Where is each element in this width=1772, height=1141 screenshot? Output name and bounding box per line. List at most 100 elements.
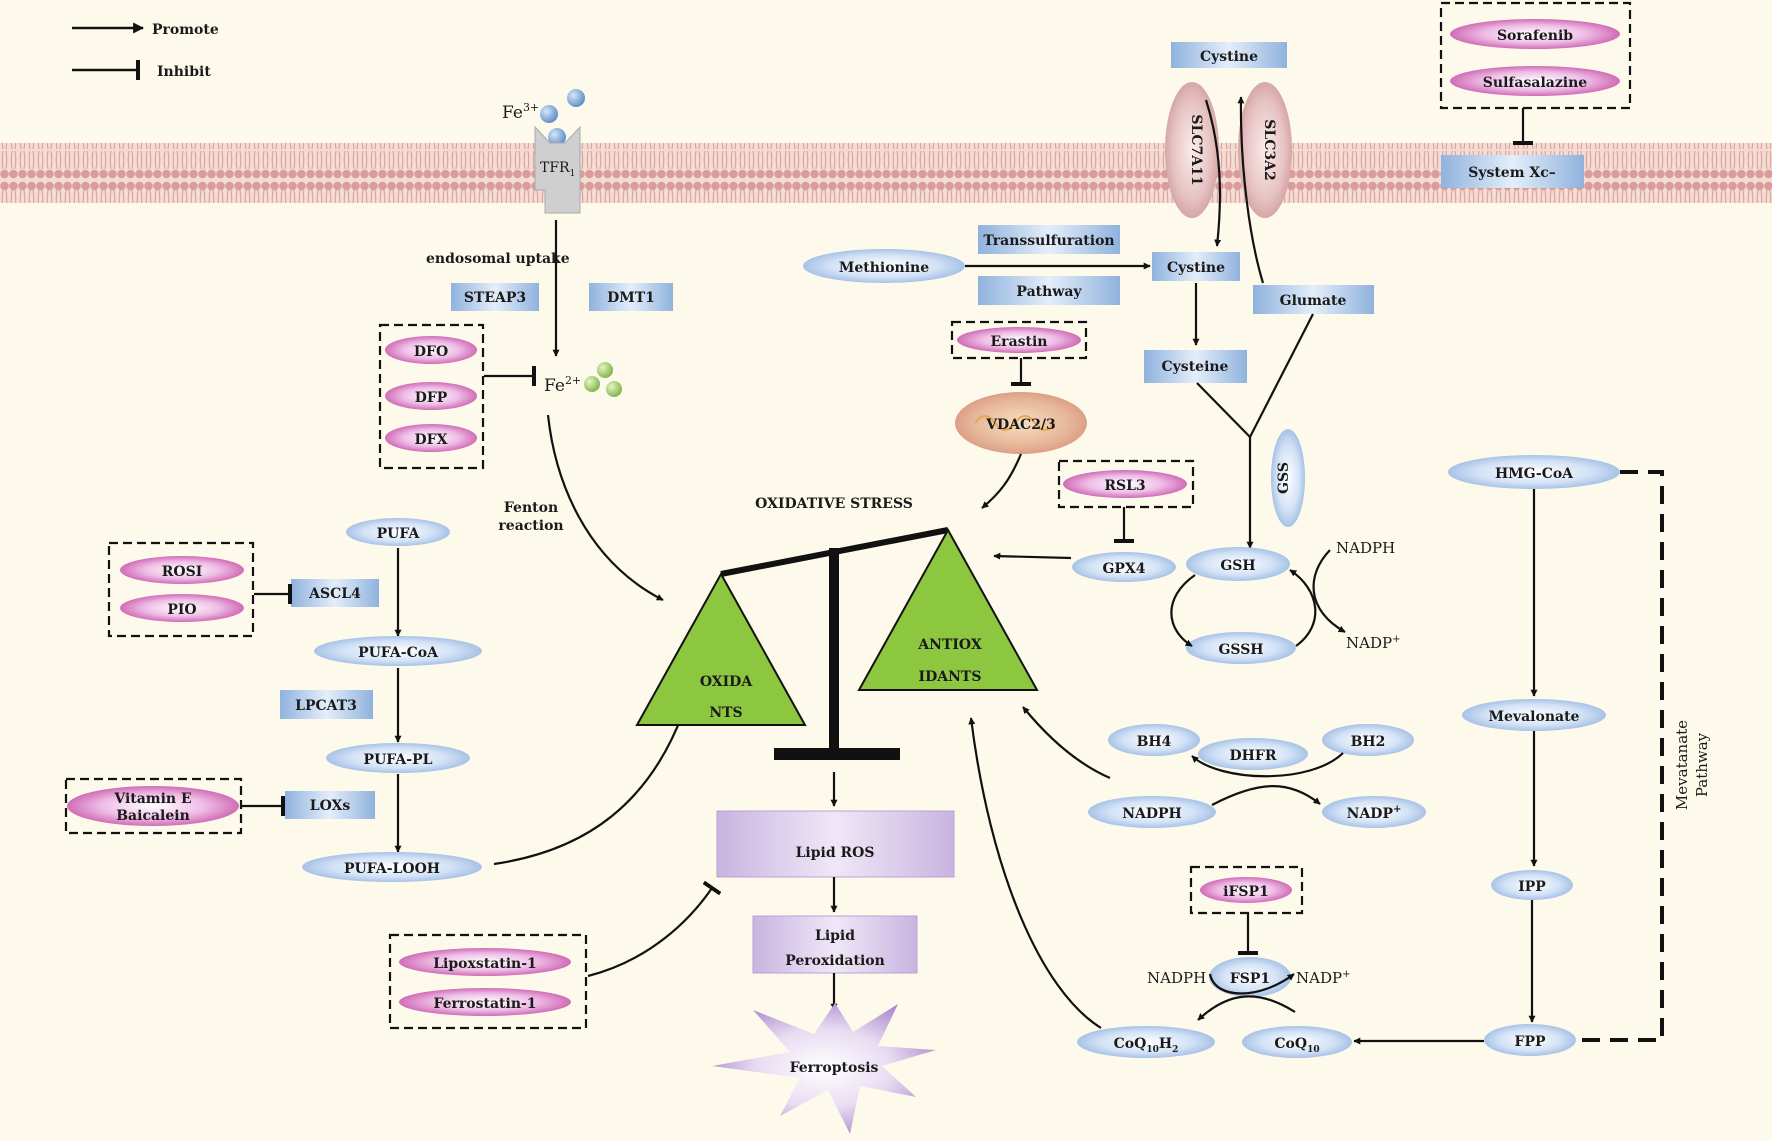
cystine-box (1152, 252, 1240, 281)
bh4-pathway: BH4 DHFR BH2 NADPH NADP+ (1022, 706, 1426, 828)
coq10-node (1242, 1026, 1352, 1058)
ifsp1-drug (1200, 877, 1292, 903)
ipp-node (1491, 870, 1573, 900)
lox-inhibitors: Vitamin E Baicalein (64, 777, 285, 835)
lipid-ros-label: Lipid ROS (796, 845, 875, 861)
dfp-drug (385, 382, 477, 410)
fsp1-label: FSP1 (1230, 971, 1270, 987)
lipoxstatin-drug (399, 948, 571, 976)
fenton-label-2: reaction (498, 518, 563, 534)
dhfr-node (1198, 738, 1308, 770)
mitochondrion-cristae (974, 415, 1056, 431)
sorafenib-label: Sorafenib (1497, 28, 1573, 44)
ferroptosis-outcome: Lipid ROS Lipid Peroxidation Ferroptosis (712, 810, 955, 1134)
rosi-drug (120, 556, 244, 584)
ferroptosis-label: Ferroptosis (790, 1060, 879, 1076)
rsl3-drug (1063, 470, 1187, 498)
coq10h2-label: CoQ10H2 (1114, 1036, 1179, 1055)
slc7a11-protein (1165, 82, 1219, 218)
ros-inhibitor-box (388, 933, 588, 1030)
fe3-ball (540, 105, 558, 123)
ifsp1-label: iFSP1 (1223, 884, 1269, 900)
gpx4-label: GPX4 (1102, 561, 1145, 577)
gsh-synthesis: Transsulfuration Methionine Pathway Cyst… (803, 225, 1400, 664)
fpp-label: FPP (1515, 1034, 1546, 1050)
gsh-node (1186, 547, 1290, 581)
dfp-label: DFP (415, 390, 448, 406)
methionine-label: Methionine (839, 260, 929, 276)
mevalonate-pathway: HMG-CoA Mevalonate IPP FPP Mevatanate Pa… (1353, 455, 1711, 1056)
bh4-nadph-label: NADPH (1122, 806, 1182, 822)
rosi-label: ROSI (162, 564, 203, 580)
cysteine-label: Cysteine (1162, 359, 1229, 375)
sulfasalazine-drug (1450, 66, 1620, 96)
fe2-ball (606, 381, 622, 397)
oxidants-label-2: NTS (709, 705, 742, 721)
mevalonate-label: Mevalonate (1489, 709, 1580, 725)
slc3a2-label: SLC3A2 (1261, 119, 1277, 180)
tfr1-label: TFR1 (540, 160, 575, 179)
lipid-pathway: PUFA ASCL4 PUFA-CoA LPCAT3 PUFA-PL LOXs … (280, 518, 685, 882)
bh4-nadp-node (1322, 796, 1426, 828)
mevalonate-dashed-loop (1577, 470, 1664, 1042)
mevalonate-node (1462, 699, 1606, 731)
vitamin-e-label: Vitamin E (113, 791, 191, 807)
antioxidants-label-2: IDANTS (919, 669, 982, 685)
bh4-nadp-label: NADP+ (1347, 804, 1402, 822)
ipp-label: IPP (1518, 879, 1546, 895)
glumate-box (1253, 285, 1374, 314)
gss-label: GSS (1276, 462, 1292, 494)
endosomal-uptake-label: endosomal uptake (426, 251, 570, 267)
chelator-group-box (378, 323, 485, 470)
lipid-peroxidation-label-2: Peroxidation (785, 953, 885, 969)
oxidants-triangle (635, 571, 807, 726)
pathway-box (978, 276, 1120, 305)
oxidants-label-1: OXIDA (700, 674, 754, 690)
sorafenib-drug (1450, 19, 1620, 49)
pio-label: PIO (167, 602, 196, 618)
transsulfuration-label: Transsulfuration (983, 233, 1114, 249)
ferroptosis-burst (712, 1003, 936, 1134)
antioxidants-label-1: ANTIOX (917, 637, 982, 653)
iron-uptake: Fe3+ TFR1 endosomal uptake STEAP3 DMT1 F… (426, 89, 673, 601)
tfr1-receptor (534, 125, 581, 214)
lipoxstatin-label: Lipoxstatin-1 (433, 956, 537, 972)
ascl4-label: ASCL4 (308, 586, 361, 602)
fe2-ball (597, 362, 613, 378)
erastin-box (950, 320, 1088, 360)
baicalein-label: Baicalein (116, 808, 190, 824)
antioxidants-triangle (857, 527, 1039, 691)
gsh-label: GSH (1220, 558, 1255, 574)
fe3-label: Fe3+ (502, 101, 539, 123)
pufa-node (346, 518, 450, 546)
dfo-label: DFO (414, 344, 448, 360)
ifsp1-box (1189, 865, 1304, 915)
dfx-drug (385, 424, 477, 452)
pio-drug (120, 594, 244, 622)
bh2-node (1322, 724, 1414, 756)
ros-inhibit-line (587, 880, 722, 978)
bh4-node (1108, 724, 1200, 756)
fe2-label: Fe2+ (544, 374, 581, 396)
hmg-coa-node (1448, 455, 1620, 489)
fsp1-pathway: iFSP1 FSP1 NADPH NADP+ CoQ10H2 CoQ10 (968, 717, 1352, 1058)
vitamin-e-baicalein-drug (67, 786, 239, 826)
iron-chelators: DFO DFP DFX (378, 323, 536, 470)
steap3-box (451, 283, 539, 311)
pufa-label: PUFA (377, 526, 421, 542)
fenton-label-1: Fenton (504, 500, 558, 516)
lpcat3-label: LPCAT3 (295, 698, 357, 714)
gssh-node (1186, 632, 1296, 664)
lipid-peroxidation-box (752, 915, 918, 974)
fsp1-nadp-label: NADP+ (1296, 969, 1350, 987)
oxidative-stress-title: OXIDATIVE STRESS (755, 496, 913, 512)
pufa-looh-node (302, 852, 482, 882)
ascl4-inhibitor-box (107, 541, 255, 638)
loxs-box (285, 791, 375, 819)
ascl4-box (291, 579, 379, 607)
ferrostatin-label: Ferrostatin-1 (433, 996, 536, 1012)
legend-promote: Promote (152, 22, 219, 38)
pufa-pl-label: PUFA-PL (364, 752, 433, 768)
